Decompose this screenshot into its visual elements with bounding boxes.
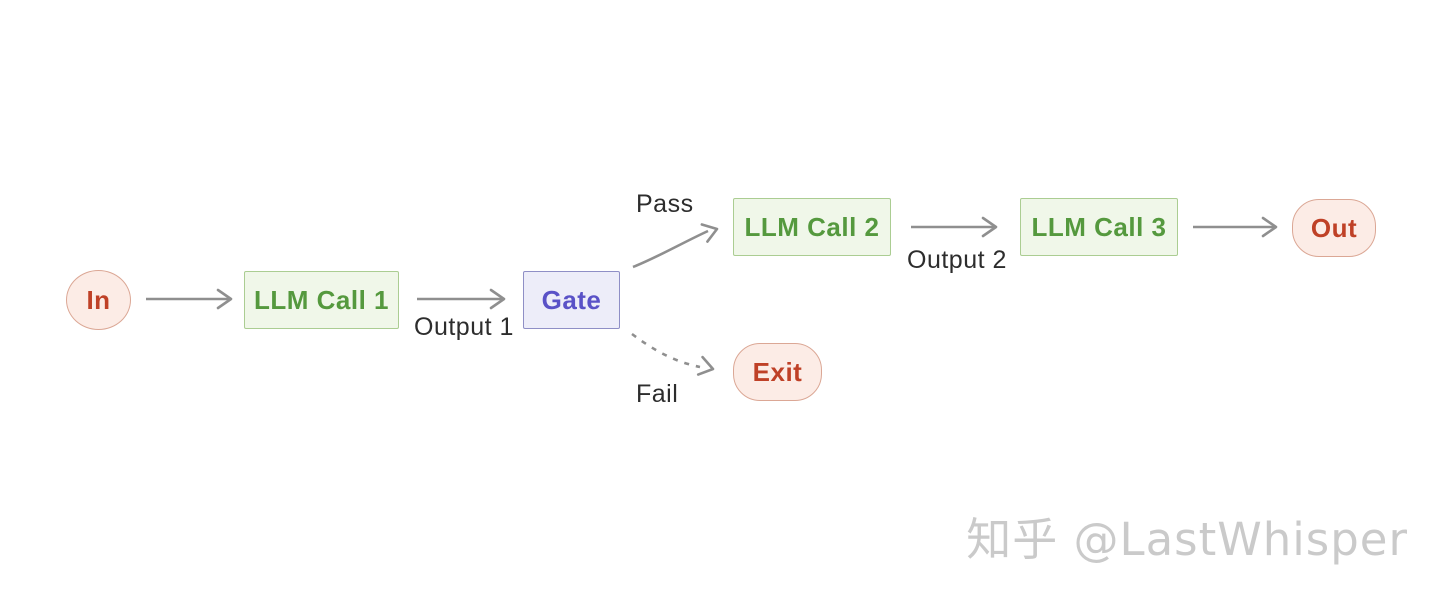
node-llm-call-1-label: LLM Call 1 bbox=[253, 284, 389, 315]
arrowhead-in-to-llm1 bbox=[216, 288, 233, 310]
node-llm-call-2: LLM Call 2 bbox=[733, 198, 891, 256]
arrowhead-gate-to-exit bbox=[696, 355, 715, 376]
node-llm-call-2-label: LLM Call 2 bbox=[744, 211, 880, 242]
edge-label-pass: Pass bbox=[636, 190, 694, 218]
edge-label-output-2: Output 2 bbox=[907, 246, 1007, 274]
node-in: In bbox=[66, 270, 131, 330]
arrowhead-llm1-to-gate bbox=[489, 288, 506, 310]
watermark-text: 知乎 @LastWhisper bbox=[966, 513, 1408, 566]
edge-gate-to-llm2-pass bbox=[632, 229, 709, 269]
edge-label-fail: Fail bbox=[636, 380, 679, 408]
node-exit: Exit bbox=[733, 343, 822, 401]
node-llm-call-3: LLM Call 3 bbox=[1020, 198, 1178, 256]
node-gate-label: Gate bbox=[541, 284, 602, 315]
node-exit-label: Exit bbox=[752, 356, 803, 387]
node-out: Out bbox=[1292, 199, 1376, 257]
node-llm-call-1: LLM Call 1 bbox=[244, 271, 399, 329]
node-llm-call-3-label: LLM Call 3 bbox=[1031, 211, 1167, 242]
node-gate: Gate bbox=[523, 271, 620, 329]
node-in-label: In bbox=[86, 284, 111, 315]
node-out-label: Out bbox=[1310, 212, 1358, 243]
arrowhead-gate-to-llm2 bbox=[700, 223, 719, 243]
edge-gate-to-exit-fail bbox=[631, 332, 701, 369]
edge-label-output-1: Output 1 bbox=[414, 313, 514, 341]
arrowhead-llm2-to-llm3 bbox=[981, 216, 998, 238]
arrowhead-llm3-to-out bbox=[1261, 216, 1278, 238]
